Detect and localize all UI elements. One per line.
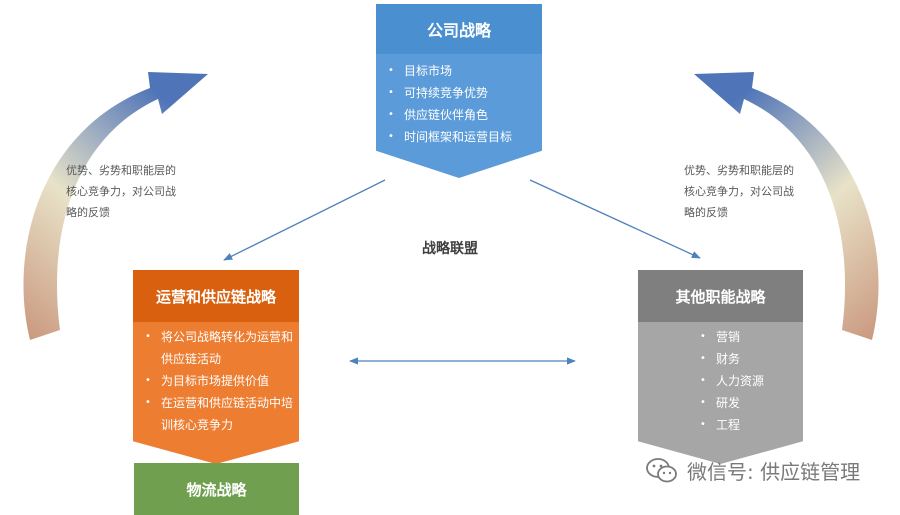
other-strategy-item: 人力资源	[688, 370, 803, 392]
wechat-icon	[646, 457, 677, 482]
arrow-company-to-ops	[223, 179, 386, 261]
other-functional-strategy-box: 其他职能战略 营销 财务 人力资源 研发 工程	[638, 270, 803, 464]
company-strategy-item: 目标市场	[376, 60, 542, 82]
other-strategy-item: 工程	[688, 414, 803, 436]
ops-strategy-title: 运营和供应链战略	[133, 270, 299, 322]
ops-strategy-item: 在运营和供应链活动中培训核心竞争力	[133, 392, 299, 436]
ops-supply-chain-strategy-box: 运营和供应链战略 将公司战略转化为运营和供应链活动 为目标市场提供价值 在运营和…	[133, 270, 299, 464]
company-strategy-title: 公司战略	[376, 4, 542, 54]
company-strategy-item: 供应链伙伴角色	[376, 104, 542, 126]
other-strategy-item: 财务	[688, 348, 803, 370]
other-strategy-title: 其他职能战略	[638, 270, 803, 322]
feedback-caption-line: 略的反馈	[684, 206, 728, 219]
feedback-caption-line: 优势、劣势和职能层的	[66, 164, 176, 177]
strategic-alliance-label: 战略联盟	[422, 241, 478, 257]
company-strategy-list: 目标市场 可持续竞争优势 供应链伙伴角色 时间框架和运营目标	[376, 54, 542, 178]
feedback-caption-right: 优势、劣势和职能层的 核心竞争力，对公司战 略的反馈	[684, 160, 794, 223]
arrow-company-to-other	[529, 179, 701, 259]
feedback-caption-line: 核心竞争力，对公司战	[684, 185, 794, 198]
feedback-arrow-left	[23, 72, 208, 340]
ops-strategy-item: 将公司战略转化为运营和供应链活动	[133, 326, 299, 370]
other-strategy-item: 研发	[688, 392, 803, 414]
logistics-strategy-box: 物流战略	[134, 463, 299, 515]
feedback-caption-line: 核心竞争力，对公司战	[66, 185, 176, 198]
company-strategy-item: 时间框架和运营目标	[376, 126, 542, 148]
feedback-arrow-right	[694, 72, 879, 340]
feedback-caption-line: 略的反馈	[66, 206, 110, 219]
ops-strategy-item: 为目标市场提供价值	[133, 370, 299, 392]
other-strategy-list: 营销 财务 人力资源 研发 工程	[638, 322, 803, 464]
wechat-watermark: 微信号: 供应链管理	[645, 456, 860, 485]
feedback-caption-left: 优势、劣势和职能层的 核心竞争力，对公司战 略的反馈	[66, 160, 176, 223]
feedback-caption-line: 优势、劣势和职能层的	[684, 164, 794, 177]
other-strategy-item: 营销	[688, 326, 803, 348]
watermark-text: 微信号: 供应链管理	[687, 460, 861, 484]
company-strategy-item: 可持续竞争优势	[376, 82, 542, 104]
ops-strategy-list: 将公司战略转化为运营和供应链活动 为目标市场提供价值 在运营和供应链活动中培训核…	[133, 322, 299, 464]
company-strategy-box: 公司战略 目标市场 可持续竞争优势 供应链伙伴角色 时间框架和运营目标	[376, 4, 542, 178]
